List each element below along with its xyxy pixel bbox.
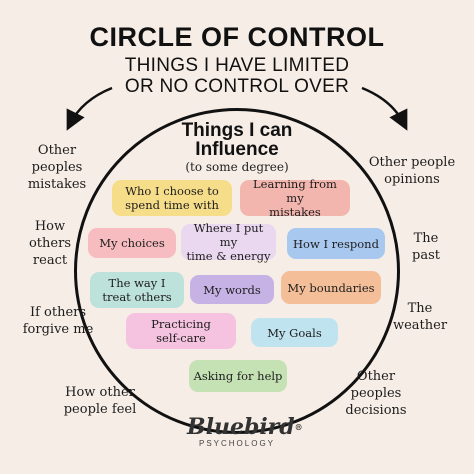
logo-subtitle: PSYCHOLOGY [198, 439, 275, 448]
right-arrow [361, 86, 408, 131]
left-arrow [66, 86, 113, 131]
pill-how-i-respond: How I respond [287, 228, 385, 259]
influence-circle [74, 108, 400, 434]
logo-name: Bluebird [187, 414, 295, 440]
subtitle-line-1: THINGS I HAVE LIMITED [124, 55, 350, 76]
circle-subtitle: (to some degree) [185, 160, 289, 174]
pill-asking-for-help: Asking for help [189, 360, 287, 392]
pill-my-words: My words [190, 275, 274, 304]
circle-title-line-1: Things I can [181, 120, 293, 141]
bluebird-logo: Bluebird® PSYCHOLOGY [187, 414, 303, 448]
pill-my-choices: My choices [88, 228, 176, 258]
page-title: CIRCLE OF CONTROL [89, 22, 385, 52]
logo-registered-mark: ® [294, 422, 303, 432]
pill-my-boundaries: My boundaries [281, 271, 381, 304]
pill-my-goals: My Goals [251, 318, 338, 347]
subtitle-line-2: OR NO CONTROL OVER [124, 76, 350, 97]
circle-title-line-2: Influence [195, 139, 279, 160]
